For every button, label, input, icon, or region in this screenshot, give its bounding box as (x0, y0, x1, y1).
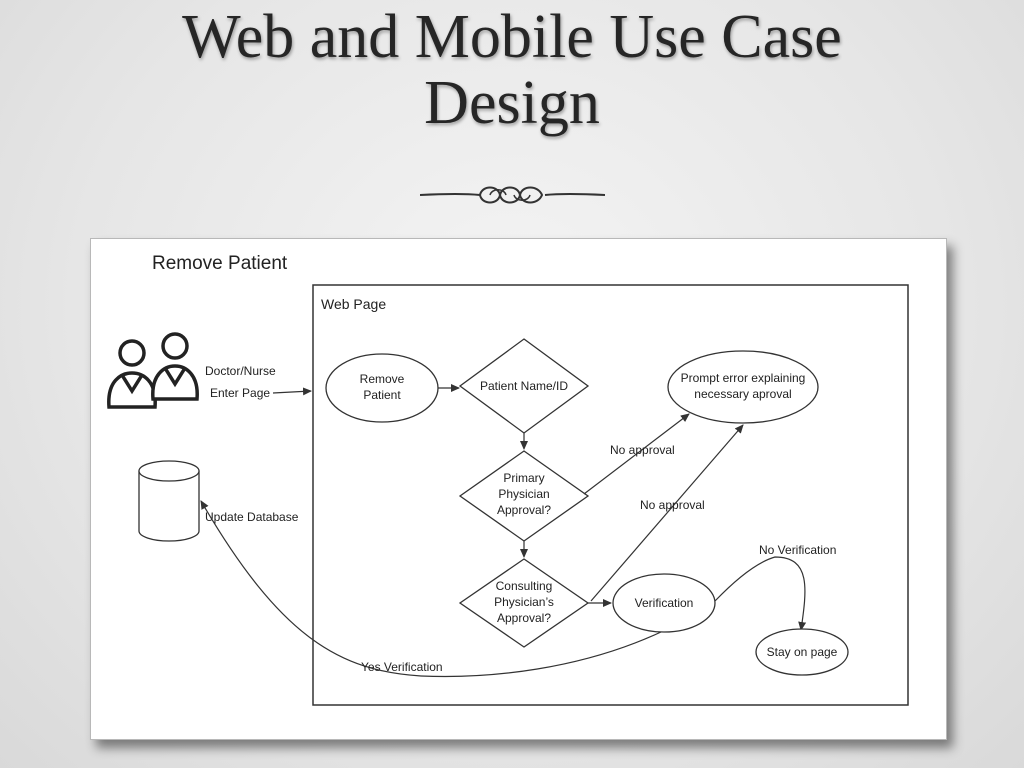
use-case-diagram: Remove Patient Web Page Doctor/Nurse Ent… (107, 253, 909, 706)
consulting-approval-node: Consulting Physician’s Approval? (458, 558, 590, 648)
svg-text:Consulting: Consulting (496, 579, 553, 593)
slide-title-line1: Web and Mobile Use Case (182, 3, 842, 71)
arrow-primary-no-approval (583, 413, 690, 495)
svg-text:Primary: Primary (503, 471, 544, 485)
stay-on-page-node: Stay on page (755, 628, 849, 676)
yes-verification-label: Yes Verification (361, 660, 443, 674)
title-ornament (420, 186, 605, 204)
svg-text:Approval?: Approval? (497, 611, 551, 625)
svg-text:Verification: Verification (635, 596, 694, 610)
svg-text:Remove: Remove (360, 372, 405, 386)
patient-name-node: Patient Name/ID (458, 338, 590, 434)
svg-text:Patient: Patient (363, 388, 401, 402)
remove-patient-node: Remove Patient (325, 353, 439, 423)
arrow-no-verification (714, 556, 807, 631)
slide-title-line2: Design (424, 69, 600, 137)
arrow-yes-verification (200, 500, 662, 678)
arrow-consulting-no-approval (590, 424, 744, 602)
web-page-label: Web Page (321, 296, 386, 312)
actor-label-line2: Enter Page (210, 386, 270, 400)
svg-text:Approval?: Approval? (497, 503, 551, 517)
svg-text:Physician: Physician (498, 487, 549, 501)
web-page-frame (312, 284, 909, 706)
diagram-heading: Remove Patient (152, 253, 288, 274)
diagram-card: Remove Patient Web Page Doctor/Nurse Ent… (90, 238, 947, 740)
actor-label-line1: Doctor/Nurse (205, 364, 276, 378)
svg-text:Stay on page: Stay on page (767, 645, 838, 659)
prompt-error-node: Prompt error explaining necessary aprova… (667, 350, 819, 424)
no-approval-label-2: No approval (640, 498, 705, 512)
enter-page-arrow (272, 387, 312, 396)
verification-node: Verification (612, 573, 716, 633)
svg-text:Patient Name/ID: Patient Name/ID (480, 379, 568, 393)
svg-text:necessary aproval: necessary aproval (694, 387, 791, 401)
users-icon (107, 332, 199, 409)
svg-text:Physician’s: Physician’s (494, 595, 554, 609)
database-label: Update Database (205, 510, 299, 524)
slide-title: Web and Mobile Use Case Design (0, 4, 1024, 136)
primary-approval-node: Primary Physician Approval? (458, 450, 590, 542)
svg-text:Prompt error explaining: Prompt error explaining (681, 371, 806, 385)
no-verification-label: No Verification (759, 543, 836, 557)
no-approval-label-1: No approval (610, 443, 675, 457)
database-icon (138, 460, 200, 542)
